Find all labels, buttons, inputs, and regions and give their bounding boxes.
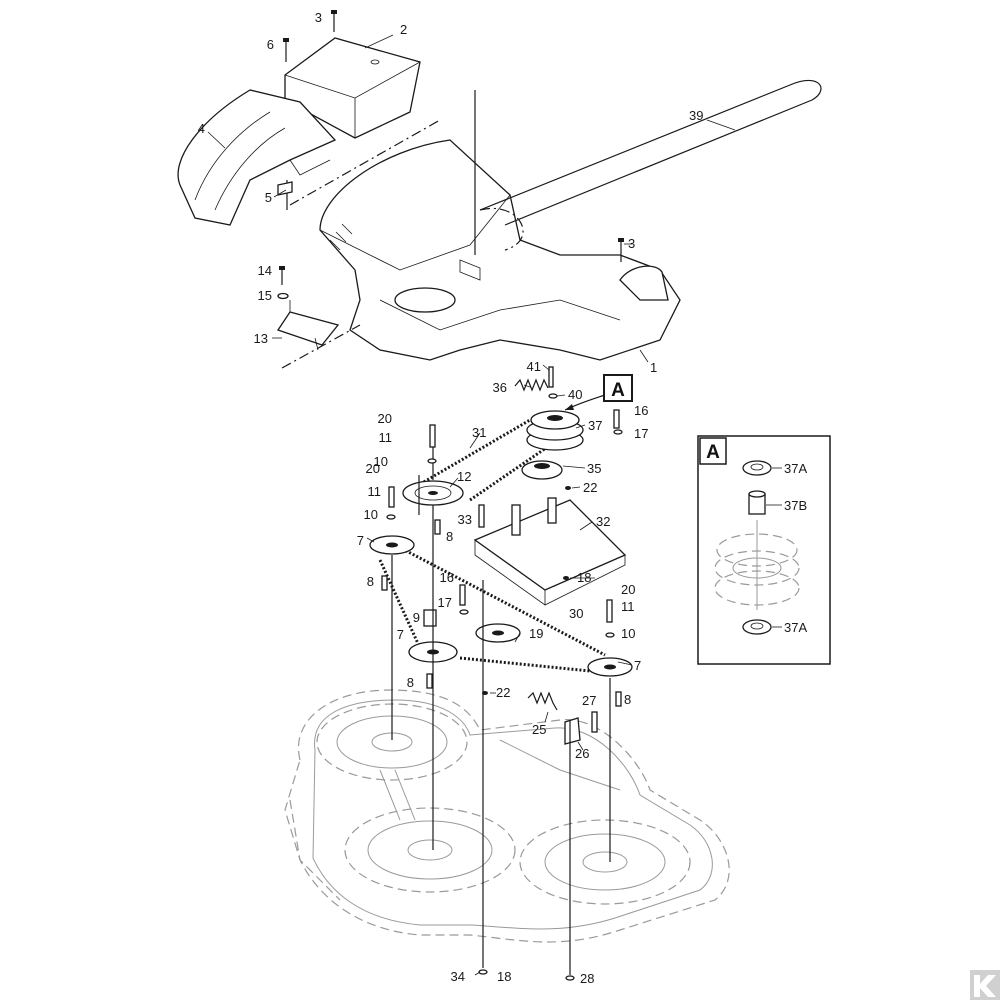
callout-18-mid: 18 bbox=[577, 570, 591, 585]
callout-26: 26 bbox=[575, 746, 589, 761]
detail-marker-a[interactable]: A bbox=[564, 374, 633, 411]
callout-14: 14 bbox=[258, 263, 272, 278]
belt-part-30 bbox=[378, 543, 606, 674]
svg-text:A: A bbox=[706, 442, 720, 463]
callout-10-lower: 10 bbox=[621, 626, 635, 641]
callout-9: 9 bbox=[413, 610, 420, 625]
callout-7-left: 7 bbox=[397, 627, 404, 642]
callout-7-upper: 7 bbox=[357, 533, 364, 548]
mower-deck bbox=[284, 689, 730, 943]
callout-labels: 3 2 6 4 5 39 3 14 15 13 1 41 36 40 16 37… bbox=[198, 10, 704, 986]
callout-8-right: 8 bbox=[624, 692, 631, 707]
screw-6 bbox=[283, 38, 289, 62]
leader-lines bbox=[207, 34, 736, 976]
callout-7-right: 7 bbox=[634, 658, 641, 673]
belt-part-39 bbox=[479, 79, 822, 251]
callout-32: 32 bbox=[596, 514, 610, 529]
belt-part-31 bbox=[409, 418, 566, 502]
spring-36 bbox=[514, 378, 549, 392]
callout-25: 25 bbox=[532, 722, 546, 737]
spacer-9 bbox=[423, 609, 437, 627]
pulley-37 bbox=[526, 410, 584, 451]
detail-label-37b: 37B bbox=[784, 498, 807, 513]
callout-2: 2 bbox=[400, 22, 407, 37]
pulley-7-upper bbox=[369, 535, 415, 555]
screw-3-top bbox=[331, 10, 337, 32]
callout-11-mid: 11 bbox=[368, 484, 382, 499]
callout-34: 34 bbox=[451, 969, 465, 984]
callout-31: 31 bbox=[472, 425, 486, 440]
side-shroud-part-4 bbox=[177, 89, 337, 226]
bracket-13 bbox=[276, 300, 340, 351]
callout-4: 4 bbox=[198, 121, 205, 136]
callout-16-lower: 16 bbox=[440, 570, 454, 585]
callout-40: 40 bbox=[568, 387, 582, 402]
callout-20-upper: 20 bbox=[378, 411, 392, 426]
callout-27: 27 bbox=[582, 693, 596, 708]
callout-22-upper: 22 bbox=[583, 480, 597, 495]
callout-13: 13 bbox=[254, 331, 268, 346]
callout-19: 19 bbox=[529, 626, 543, 641]
callout-41: 41 bbox=[527, 359, 541, 374]
screw-3-right bbox=[618, 238, 624, 262]
pulley-7-right bbox=[587, 657, 633, 677]
washer-15 bbox=[277, 292, 289, 300]
main-chassis-part-1 bbox=[319, 139, 681, 361]
callout-28: 28 bbox=[580, 971, 594, 986]
callout-3-right: 3 bbox=[628, 236, 635, 251]
callout-10-upper: 10 bbox=[374, 454, 388, 469]
callout-8-lower: 8 bbox=[407, 675, 414, 690]
callout-39: 39 bbox=[689, 108, 703, 123]
detail-label-37a-bottom: 37A bbox=[784, 620, 807, 635]
callout-22-lower: 22 bbox=[496, 685, 510, 700]
callout-35: 35 bbox=[587, 461, 601, 476]
callout-30: 30 bbox=[569, 606, 583, 621]
hardware-markers bbox=[381, 366, 623, 981]
k-logo-icon bbox=[970, 970, 1000, 1000]
callout-18-bottom: 18 bbox=[497, 969, 511, 984]
callout-17-upper: 17 bbox=[634, 426, 648, 441]
spring-25 bbox=[527, 691, 558, 711]
callout-17-lower: 17 bbox=[438, 595, 452, 610]
callout-3-top: 3 bbox=[315, 10, 322, 25]
callout-11-upper: 11 bbox=[379, 430, 393, 445]
callout-11-lower: 11 bbox=[621, 599, 635, 614]
callout-5: 5 bbox=[265, 190, 272, 205]
callout-20-mid: 20 bbox=[366, 461, 380, 476]
pulley-12 bbox=[402, 480, 464, 506]
callout-36: 36 bbox=[493, 380, 507, 395]
callout-15: 15 bbox=[258, 288, 272, 303]
callout-8-left: 8 bbox=[367, 574, 374, 589]
pulley-35 bbox=[521, 460, 563, 480]
callout-37: 37 bbox=[588, 418, 602, 433]
callout-20-lower: 20 bbox=[621, 582, 635, 597]
callout-10-mid: 10 bbox=[364, 507, 378, 522]
callout-33: 33 bbox=[458, 512, 472, 527]
callout-16-upper: 16 bbox=[634, 403, 648, 418]
detail-inset-a: A 37A 37B 37A bbox=[697, 435, 831, 665]
svg-text:A: A bbox=[611, 380, 625, 401]
callout-12: 12 bbox=[457, 469, 471, 484]
screw-14 bbox=[279, 266, 285, 285]
callout-1: 1 bbox=[650, 360, 657, 375]
clip-5 bbox=[277, 181, 293, 196]
detail-label-37a-top: 37A bbox=[784, 461, 807, 476]
bracket-26 bbox=[564, 717, 581, 745]
callout-6: 6 bbox=[267, 37, 274, 52]
callout-8-upper: 8 bbox=[446, 529, 453, 544]
plate-32 bbox=[473, 497, 627, 606]
